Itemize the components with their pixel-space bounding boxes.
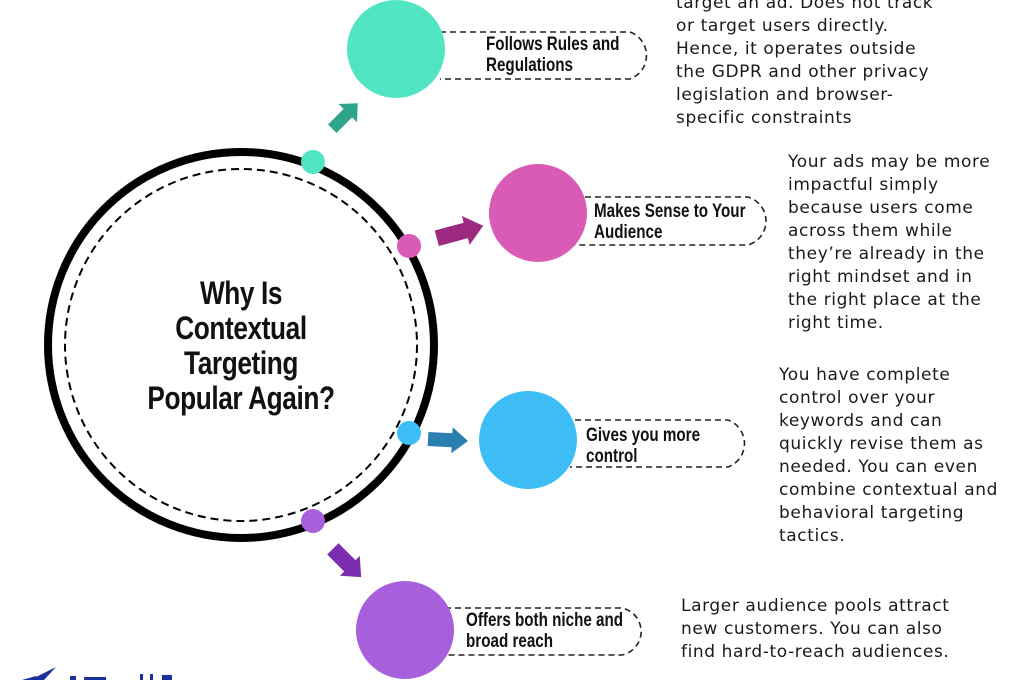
description-line: specific constraints	[676, 108, 853, 128]
title-line: Popular Again?	[147, 380, 335, 416]
reason-circle-audience	[489, 164, 587, 262]
description-line: new customers. You can also	[681, 619, 943, 639]
description-line: right mindset and in	[788, 267, 973, 287]
description-line: tactics.	[779, 526, 846, 546]
ring-dot-control	[397, 421, 421, 445]
description-line: the right place at the	[788, 290, 982, 310]
description-line: behavioral targeting	[779, 503, 965, 523]
label-line: Gives you more	[586, 425, 701, 446]
label-line: Makes Sense to Your	[594, 201, 746, 222]
description-line: or target users directly.	[676, 16, 889, 36]
description-line: right time.	[788, 313, 884, 333]
reason-label-reach: Offers both niche and broad reach	[466, 610, 623, 652]
description-line: Your ads may be more	[788, 152, 991, 172]
infographic-title: Why Is Contextual Targeting Popular Agai…	[134, 276, 347, 416]
description-line: combine contextual and	[779, 480, 999, 500]
description-line: Hence, it operates outside	[676, 39, 917, 59]
reason-description-reach: Larger audience pools attract new custom…	[681, 595, 950, 664]
label-pill-3	[570, 419, 746, 468]
description-line: keywords and can	[779, 411, 943, 431]
reason-label-rules: Follows Rules and Regulations	[486, 34, 619, 76]
arrow-icon-audience	[434, 215, 484, 246]
description-line: quickly revise them as	[779, 434, 984, 454]
label-line: control	[586, 446, 638, 467]
paper-plane-logo-icon	[22, 667, 172, 680]
description-line: they’re already in the	[788, 244, 985, 264]
ring-dot-rules	[301, 150, 325, 174]
description-line: Larger audience pools attract	[681, 596, 950, 616]
reason-description-audience: Your ads may be more impactful simply be…	[788, 151, 990, 335]
ring-dot-audience	[397, 234, 421, 258]
label-line: Regulations	[486, 55, 573, 76]
reason-description-rules: target an ad. Does not track or target u…	[676, 0, 933, 130]
description-line: the GDPR and other privacy	[676, 62, 930, 82]
label-line: Follows Rules and	[486, 34, 620, 55]
arrow-icon-control	[427, 427, 468, 454]
brand-logo	[22, 664, 182, 680]
label-pill-1	[440, 31, 648, 80]
description-line: impactful simply	[788, 175, 939, 195]
reason-label-control: Gives you more control	[586, 425, 700, 467]
description-line: find hard-to-reach audiences.	[681, 642, 950, 662]
reason-label-audience: Makes Sense to Your Audience	[594, 201, 746, 243]
arrow-icon-rules	[328, 103, 358, 133]
description-line: legislation and browser-	[676, 85, 894, 105]
description-line: needed. You can even	[779, 457, 978, 477]
arrow-icon-reach	[327, 543, 362, 578]
label-line: Offers both niche and	[466, 610, 624, 631]
inner-dashed-ring	[64, 168, 418, 522]
label-pill-4	[445, 607, 642, 656]
reason-circle-rules	[347, 0, 445, 98]
title-line: Targeting	[184, 345, 298, 381]
description-line: across them while	[788, 221, 953, 241]
reason-description-control: You have complete control over your keyw…	[779, 364, 998, 548]
description-line: You have complete	[779, 365, 951, 385]
title-line: Why Is	[199, 275, 283, 311]
title-line: Contextual	[175, 310, 307, 346]
label-pill-2	[575, 196, 767, 246]
outer-ring	[44, 148, 438, 542]
label-line: broad reach	[466, 631, 554, 652]
description-line: because users come	[788, 198, 974, 218]
reason-circle-control	[479, 391, 577, 489]
ring-dot-reach	[301, 509, 325, 533]
reason-circle-reach	[356, 581, 454, 679]
description-line: control over your	[779, 388, 936, 408]
label-line: Audience	[594, 222, 663, 243]
description-line: target an ad. Does not track	[676, 0, 934, 13]
